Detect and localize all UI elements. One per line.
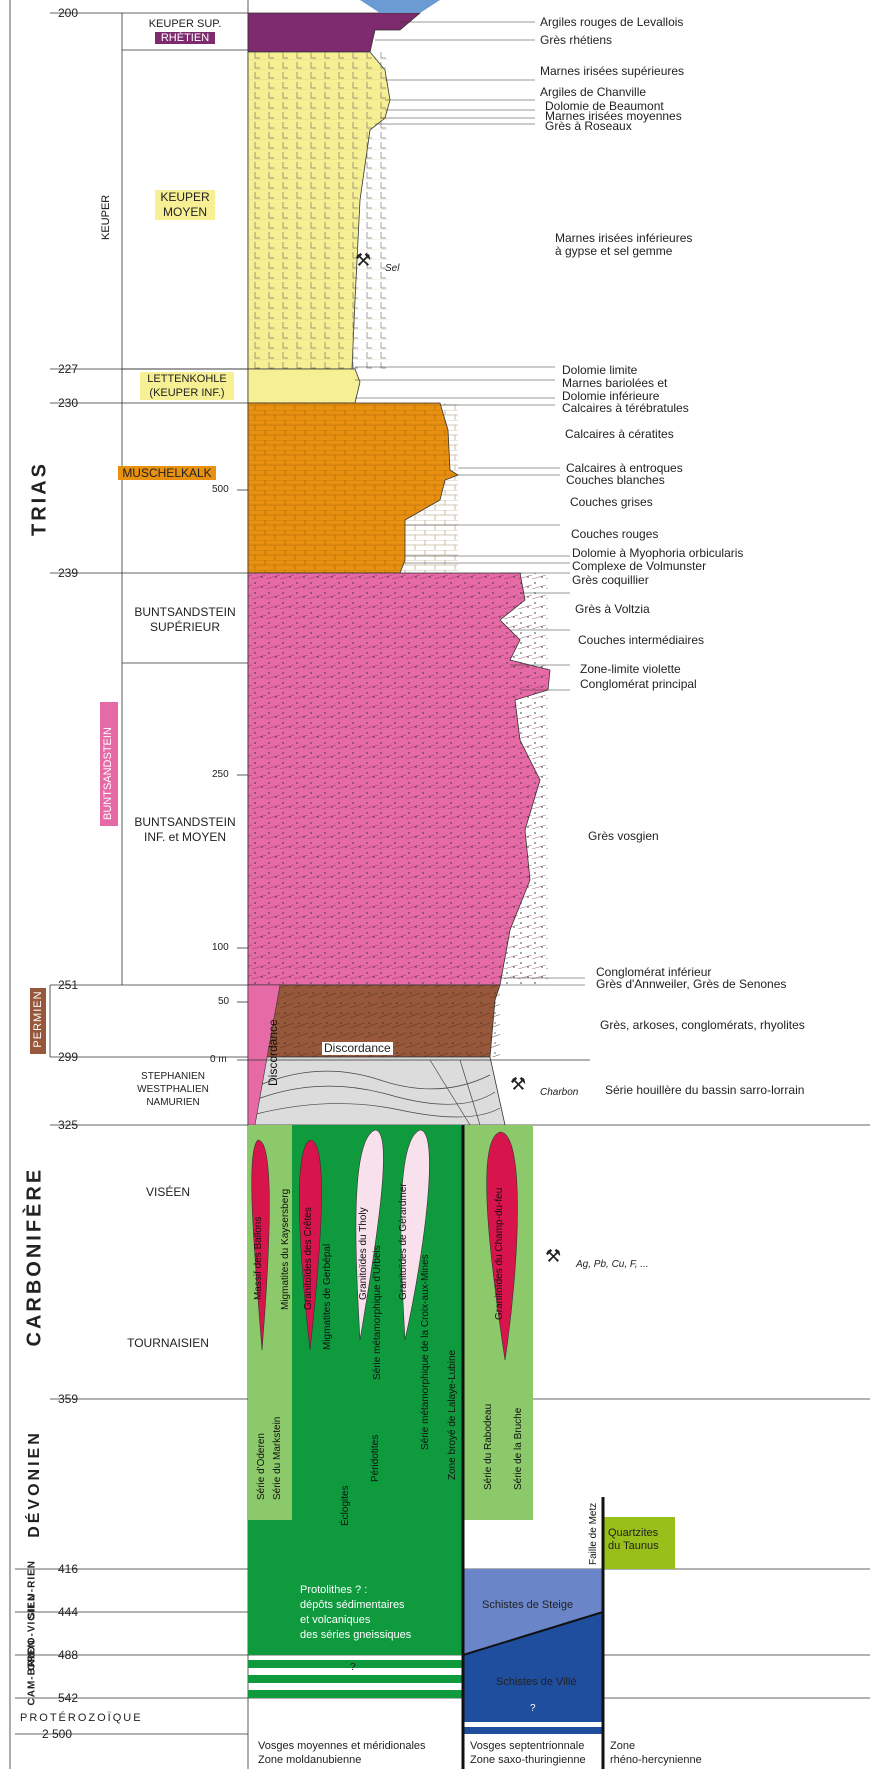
age-251: 251 bbox=[58, 978, 78, 992]
label-eclogites: Éclogites bbox=[340, 1485, 351, 1526]
stage-bunt-sup: BUNTSANDSTEIN SUPÉRIEUR bbox=[125, 605, 245, 635]
stage-keuper-sup: KEUPER SUP. bbox=[140, 18, 230, 30]
period-proterozoique: PROTÉROZOÏQUE bbox=[20, 1712, 143, 1725]
unit-label: Marnes irisées inférieures à gypse et se… bbox=[555, 232, 692, 258]
unit-label: Argiles rouges de Levallois bbox=[540, 16, 683, 29]
unit-label: Grès d'Annweiler, Grès de Senones bbox=[596, 978, 786, 991]
label-quartzites: Quartzites du Taunus bbox=[608, 1527, 659, 1553]
pickaxe-icon: ⚒ bbox=[545, 1250, 561, 1263]
resource-charbon: Charbon bbox=[540, 1086, 578, 1099]
stage-viseen: VISÉEN bbox=[128, 1185, 208, 1200]
unit-label: Série houillère du bassin sarro-lorrain bbox=[605, 1084, 804, 1097]
stage-stephanien: STEPHANIEN WESTPHALIEN NAMURIEN bbox=[118, 1070, 228, 1109]
label-migm-gerbepal: Migmatites de Gerbépal bbox=[322, 1244, 333, 1350]
age-239: 239 bbox=[58, 566, 78, 580]
zone-rheno-hercynienne: Zone rhéno-hercynienne bbox=[610, 1739, 702, 1767]
period-devonien: DÉVONIEN bbox=[26, 1419, 44, 1549]
unit-label: Couches intermédiaires bbox=[578, 634, 704, 647]
age-444: 444 bbox=[58, 1605, 78, 1619]
unit-label: Couches grises bbox=[570, 496, 653, 509]
label-serie-croix: Série métamorphique de la Croix-aux-Mine… bbox=[420, 1254, 431, 1450]
label-migm-kaysersberg: Migmatites du Kaysersberg bbox=[280, 1189, 291, 1310]
age-542: 542 bbox=[58, 1691, 78, 1705]
label-serie-markstein: Série du Markstein bbox=[272, 1417, 283, 1500]
unit-label: Grès à Voltzia bbox=[575, 603, 650, 616]
age-230: 230 bbox=[58, 396, 78, 410]
stage-keuper-moyen: KEUPER MOYEN bbox=[155, 190, 215, 220]
label-serie-rabodeau: Série du Rabodeau bbox=[483, 1404, 494, 1490]
unit-label: Conglomérat principal bbox=[580, 678, 697, 691]
label-gran-gerardmer: Granitoïdes de Gérardmer bbox=[398, 1183, 409, 1300]
stage-keuper: KEUPER bbox=[100, 195, 112, 240]
age-299: 299 bbox=[58, 1050, 78, 1064]
resource-sel: Sel bbox=[385, 262, 399, 275]
stage-muschelkalk: MUSCHELKALK bbox=[118, 466, 216, 480]
label-peridotites: Péridotites bbox=[370, 1435, 381, 1482]
discordance-label-vertical: Discordance bbox=[266, 1019, 280, 1086]
unit-label: Complexe de Volmunster bbox=[572, 560, 706, 573]
age-2500: 2 500 bbox=[42, 1727, 72, 1741]
stage-lettenkohle: LETTENKOHLE (KEUPER INF.) bbox=[140, 372, 234, 400]
label-serie-oderen: Série d'Oderen bbox=[256, 1433, 267, 1500]
unit-label: Grès vosgien bbox=[588, 830, 659, 843]
unit-label: Argiles de Chanville bbox=[540, 86, 646, 99]
unit-label: Calcaires à cératites bbox=[565, 428, 674, 441]
label-serie-urbeis: Série métamorphique d'Urbeis bbox=[372, 1245, 383, 1380]
thickness-500: 500 bbox=[212, 484, 229, 495]
label-gran-tholy: Granitoïdes du Tholy bbox=[358, 1207, 369, 1300]
label-question: ? bbox=[350, 1661, 356, 1674]
unit-label: Grès rhétiens bbox=[540, 34, 612, 47]
thickness-250: 250 bbox=[212, 769, 229, 780]
unit-label: Grès, arkoses, conglomérats, rhyolites bbox=[600, 1019, 805, 1032]
label-schistes-steige: Schistes de Steige bbox=[482, 1599, 573, 1612]
zone-moldanubienne: Vosges moyennes et méridionales Zone mol… bbox=[258, 1739, 426, 1767]
age-416: 416 bbox=[58, 1562, 78, 1576]
age-227: 227 bbox=[58, 362, 78, 376]
thickness-0: 0 m bbox=[210, 1054, 227, 1065]
unit-label: Marnes irisées supérieures bbox=[540, 65, 684, 78]
unit-label: Couches blanches bbox=[566, 474, 665, 487]
thickness-50: 50 bbox=[218, 996, 229, 1007]
unit-label: Zone-limite violette bbox=[580, 663, 681, 676]
label-zone-lalaye: Zone broyé de Lalaye-Lubine bbox=[447, 1350, 458, 1480]
age-359: 359 bbox=[58, 1392, 78, 1406]
period-permien: PERMIEN bbox=[30, 988, 46, 1054]
age-200: 200 bbox=[58, 6, 78, 20]
stage-tournaisien: TOURNAISIEN bbox=[118, 1336, 218, 1351]
unit-label: Grès coquillier bbox=[572, 574, 649, 587]
label-gran-champ: Granitoïdes du Champ-du-feu bbox=[494, 1188, 505, 1320]
thickness-100: 100 bbox=[212, 942, 229, 953]
unit-label: Grès à Roseaux bbox=[545, 120, 632, 133]
stage-buntsandstein: BUNTSANDSTEIN bbox=[100, 702, 118, 826]
label-question: ? bbox=[530, 1702, 536, 1715]
age-488: 488 bbox=[58, 1648, 78, 1662]
label-schistes-ville: Schistes de Villé bbox=[496, 1676, 577, 1689]
label-protolithes: Protolithes ? : dépôts sédimentaires et … bbox=[300, 1583, 411, 1643]
period-cambrien: CAM-BRIEN bbox=[27, 1646, 38, 1706]
zone-saxo-thuringienne: Vosges septentrionnale Zone saxo-thuring… bbox=[470, 1739, 586, 1767]
stage-rhetien: RHÉTIEN bbox=[155, 32, 215, 44]
age-325: 325 bbox=[58, 1118, 78, 1132]
pickaxe-icon: ⚒ bbox=[510, 1078, 526, 1091]
period-trias: TRIAS bbox=[29, 449, 52, 549]
pickaxe-icon: ⚒ bbox=[355, 254, 371, 267]
unit-label: Calcaires à térébratules bbox=[562, 402, 689, 415]
label-gran-cretes: Granitoïdes des Crêtes bbox=[303, 1207, 314, 1310]
resource-metaux: Ag, Pb, Cu, F, ... bbox=[576, 1258, 649, 1271]
unit-label: Couches rouges bbox=[571, 528, 658, 541]
label-massif-ballons: Massif des Ballons bbox=[253, 1217, 264, 1300]
label-faille-metz: Faille de Metz bbox=[588, 1503, 599, 1565]
label-serie-bruche: Série de la Bruche bbox=[513, 1408, 524, 1490]
period-carbonifere: CARBONIFÈRE bbox=[24, 1177, 47, 1347]
stage-bunt-inf: BUNTSANDSTEIN INF. et MOYEN bbox=[125, 815, 245, 845]
discordance-label: Discordance bbox=[322, 1042, 393, 1055]
